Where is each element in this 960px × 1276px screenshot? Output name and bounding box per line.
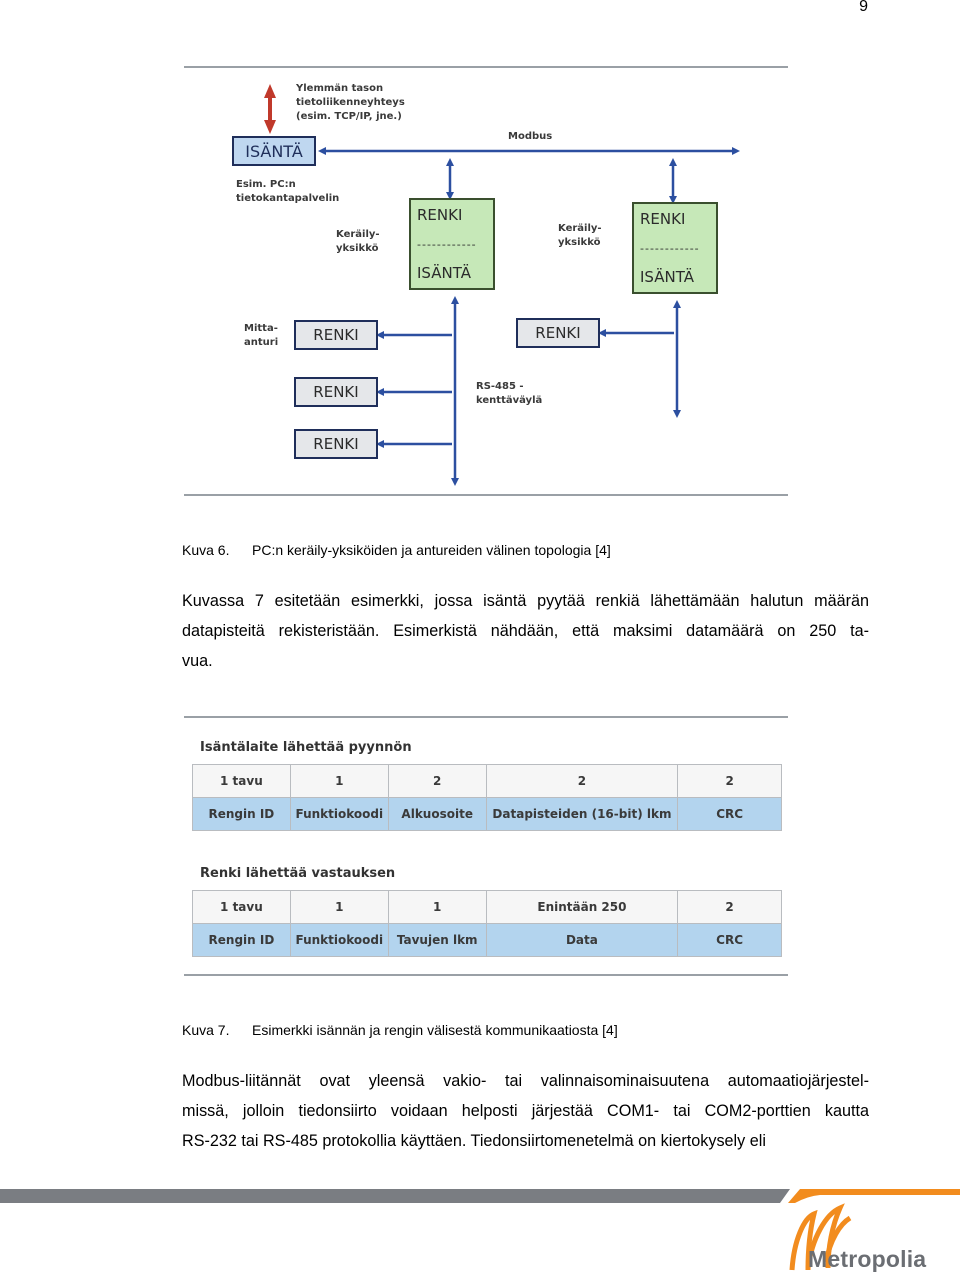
table-cell: CRC <box>677 797 782 831</box>
upper-link-label: Ylemmän tason tietoliikenneyhteys (esim.… <box>296 83 405 122</box>
response-sizes-row: 1 tavu 1 1 Enintään 250 2 <box>192 890 782 924</box>
table-cell: CRC <box>677 923 782 957</box>
figure-7-caption: Kuva 7. Esimerkki isännän ja rengin välis… <box>182 1022 618 1038</box>
slave-box-1: RENKI <box>294 320 378 350</box>
slave-box-4: RENKI <box>516 318 600 348</box>
collector1-box: RENKI ------------ ISÄNTÄ <box>409 198 495 290</box>
slave-box-3: RENKI <box>294 429 378 459</box>
request-title: Isäntälaite lähettää pyynnön <box>200 740 412 755</box>
sensor-label: Mitta- anturi <box>244 323 279 348</box>
table-cell: 1 <box>289 890 389 924</box>
table-cell: Data <box>485 923 679 957</box>
modbus-label: Modbus <box>508 131 553 142</box>
table-cell: Datapisteiden (16-bit) lkm <box>485 797 679 831</box>
table-cell: Rengin ID <box>192 923 291 957</box>
collector1-divider: ------------ <box>417 237 477 251</box>
caption-label: Kuva 6. <box>182 542 230 558</box>
table-cell: Funktiokoodi <box>289 797 389 831</box>
table-cell: 2 <box>677 890 782 924</box>
paragraph-line: Modbus-liitännät ovat yleensä vakio- tai… <box>182 1072 869 1090</box>
collector2-slave-text: RENKI <box>640 210 686 228</box>
collector1-slave-text: RENKI <box>417 206 463 224</box>
collector1-label: Keräily- yksikkö <box>336 229 380 254</box>
table-cell: 2 <box>387 764 487 798</box>
paragraph-line: datapisteitä rekisteristään. Esimerkistä… <box>182 622 869 640</box>
table-cell: Tavujen lkm <box>387 923 487 957</box>
collector1-master-text: ISÄNTÄ <box>417 264 471 282</box>
request-sizes-row: 1 tavu 1 2 2 2 <box>192 764 782 798</box>
table-cell: Rengin ID <box>192 797 291 831</box>
paragraph-1: Kuvassa 7 esitetään esimerkki, jossa isä… <box>182 586 869 676</box>
figure-bottom-rule <box>184 494 788 496</box>
request-fields-row: Rengin ID Funktiokoodi Alkuosoite Datapi… <box>192 797 782 831</box>
page-number: 9 <box>859 0 868 15</box>
table-cell: 1 <box>387 890 487 924</box>
caption-text: PC:n keräily-yksiköiden ja antureiden vä… <box>252 542 611 558</box>
figure7-bottom-rule <box>184 974 788 976</box>
request-frame-table: 1 tavu 1 2 2 2 Rengin ID Funktiokoodi Al… <box>192 764 782 831</box>
response-title: Renki lähettää vastauksen <box>200 866 396 881</box>
table-cell: 1 <box>289 764 389 798</box>
figure-top-rule <box>184 66 788 68</box>
figure-6-caption: Kuva 6. PC:n keräily-yksiköiden ja anture… <box>182 542 611 558</box>
paragraph-2: Modbus-liitännät ovat yleensä vakio- tai… <box>182 1066 869 1156</box>
paragraph-line: RS-232 tai RS-485 protokollia käyttäen. … <box>182 1132 766 1150</box>
topology-connections <box>264 84 740 486</box>
table-cell: 1 tavu <box>192 764 291 798</box>
metropolia-logo-text: Metropolia <box>808 1246 927 1272</box>
figure7-top-rule <box>184 716 788 718</box>
caption-label: Kuva 7. <box>182 1022 230 1038</box>
figure-6-topology-diagram: Ylemmän tason tietoliikenneyhteys (esim.… <box>0 0 960 520</box>
paragraph-line: vua. <box>182 652 213 670</box>
collector2-box: RENKI ------------ ISÄNTÄ <box>632 202 718 294</box>
footer-bar <box>0 1189 960 1203</box>
master-example-label: Esim. PC:n tietokantapalvelin <box>236 179 340 204</box>
table-cell: Enintään 250 <box>485 890 679 924</box>
paragraph-line: missä, jolloin tiedonsiirto voidaan help… <box>182 1102 869 1120</box>
table-cell: 2 <box>485 764 679 798</box>
metropolia-logo-icon <box>789 1203 852 1271</box>
paragraph-line: Kuvassa 7 esitetään esimerkki, jossa isä… <box>182 592 869 610</box>
table-cell: 2 <box>677 764 782 798</box>
table-cell: 1 tavu <box>192 890 291 924</box>
response-frame-table: 1 tavu 1 1 Enintään 250 2 Rengin ID Funk… <box>192 890 782 957</box>
master-box: ISÄNTÄ <box>232 136 316 166</box>
rs485-label: RS-485 - kenttäväylä <box>476 381 543 406</box>
slave-box-2: RENKI <box>294 377 378 407</box>
collector2-divider: ------------ <box>640 241 700 255</box>
table-cell: Funktiokoodi <box>289 923 389 957</box>
table-cell: Alkuosoite <box>387 797 487 831</box>
collector2-master-text: ISÄNTÄ <box>640 268 694 286</box>
response-fields-row: Rengin ID Funktiokoodi Tavujen lkm Data … <box>192 923 782 957</box>
collector2-label: Keräily- yksikkö <box>558 223 602 248</box>
caption-text: Esimerkki isännän ja rengin välisestä ko… <box>252 1022 618 1038</box>
